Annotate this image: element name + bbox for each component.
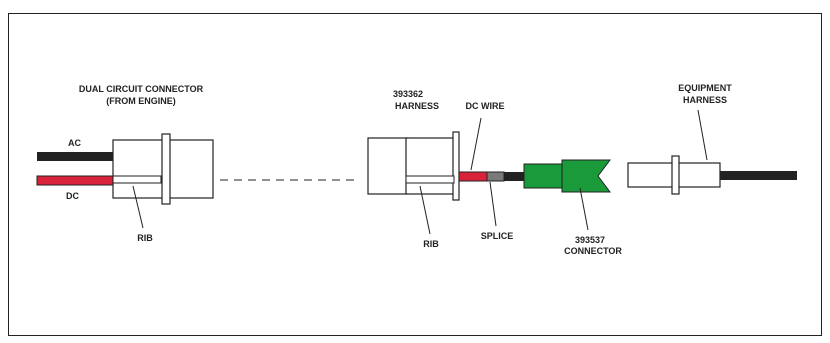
harness-connector-flange <box>452 131 460 201</box>
black-wire-segment <box>504 172 524 181</box>
label-harness: HARNESS <box>395 101 439 111</box>
label-equipment-harness: HARNESS <box>683 95 727 105</box>
label-dc: DC <box>66 191 79 201</box>
label-harness-number: 393362 <box>393 89 423 99</box>
label-ac: AC <box>68 138 81 148</box>
dc-wire <box>36 175 118 186</box>
green-connector-body <box>523 163 565 189</box>
leader-rib-left <box>132 185 144 229</box>
label-equipment: EQUIPMENT <box>678 83 732 93</box>
leader-rib-right <box>419 185 431 235</box>
leader-equipment-harness <box>697 109 708 161</box>
label-splice: SPLICE <box>481 231 514 241</box>
label-dual-circuit-line2: (FROM ENGINE) <box>106 96 176 106</box>
leader-dc-wire <box>470 117 482 171</box>
green-connector-head <box>561 159 611 193</box>
label-connector-number: 393537 <box>575 235 605 245</box>
leader-connector <box>579 187 589 231</box>
leader-splice <box>489 181 497 227</box>
ac-wire <box>37 152 117 161</box>
rib-right-shape <box>405 175 455 184</box>
label-connector: CONNECTOR <box>564 246 622 256</box>
label-rib-right: RIB <box>423 239 439 249</box>
equipment-connector-flange <box>671 155 680 195</box>
harness-connector-body <box>367 137 409 195</box>
label-dual-circuit-line1: DUAL CIRCUIT CONNECTOR <box>79 84 204 94</box>
dc-wire-segment <box>458 171 488 182</box>
label-dc-wire: DC WIRE <box>466 101 505 111</box>
harness-connector-body-right <box>405 137 455 195</box>
equipment-wire <box>720 171 797 180</box>
dual-circuit-connector-flange <box>161 133 171 205</box>
label-rib-left: RIB <box>137 233 153 243</box>
rib-left-shape <box>112 175 162 184</box>
diagram-frame <box>8 13 822 336</box>
splice-segment <box>486 171 505 182</box>
